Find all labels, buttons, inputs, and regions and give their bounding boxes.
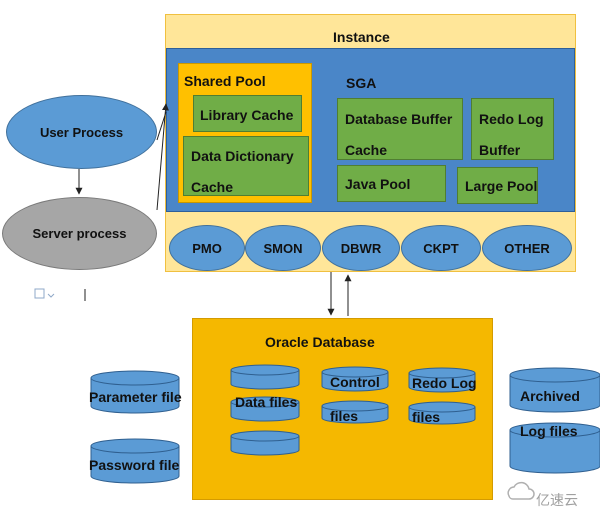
server-to-instance-arrow: [156, 103, 169, 211]
large-pool: [457, 167, 538, 204]
process-ckpt: CKPT: [401, 225, 481, 271]
dd-cache-label-1: Data Dictionary: [191, 148, 294, 164]
watermark-text: 亿速云: [536, 493, 578, 509]
user-to-instance-line: [156, 111, 167, 141]
redo-buffer-label-1: Redo Log: [479, 111, 544, 127]
java-pool: [337, 165, 446, 202]
redo-files-label-1: Redo Log: [412, 375, 477, 391]
java-pool-label: Java Pool: [345, 176, 411, 192]
sga-title: SGA: [346, 75, 377, 91]
library-cache-label: Library Cache: [200, 107, 294, 123]
control-files-label-2: files: [330, 408, 359, 424]
parameter-file-label: Parameter file: [89, 389, 182, 405]
server-process: Server process: [2, 197, 157, 270]
dd-cache-label-2: Cache: [191, 179, 234, 195]
control-files-label-1: Control: [330, 374, 380, 390]
user-process: User Process: [6, 95, 157, 169]
redo-buffer-label-2: Buffer: [479, 142, 521, 158]
oracle-database-title: Oracle Database: [265, 334, 375, 350]
data-file-cylinder-3: [230, 430, 300, 456]
db-buffer-label-1: Database Buffer: [345, 111, 453, 127]
redo-file-cylinder-1: [408, 367, 476, 393]
library-cache: [193, 95, 302, 132]
data-dictionary-cache: [183, 136, 309, 196]
password-file-label: Password file: [89, 457, 180, 473]
password-file-cylinder: [90, 438, 180, 484]
watermark-logo-icon: [507, 481, 535, 500]
parameter-file-cylinder: [90, 370, 180, 414]
process-other: OTHER: [482, 225, 572, 271]
control-file-cylinder-2: [321, 400, 389, 424]
data-file-cylinder-1: [230, 364, 300, 390]
db-buffer-label-2: Cache: [345, 142, 388, 158]
data-files-label: Data files: [235, 394, 298, 410]
data-file-cylinder-2: [230, 396, 300, 422]
editor-artifact-icon: [34, 288, 55, 299]
archived-cylinder-2: [509, 422, 600, 474]
redo-file-cylinder-2: [408, 401, 476, 425]
redo-files-label-2: files: [412, 409, 441, 425]
shared-pool-title: Shared Pool: [184, 73, 266, 89]
log-files-label: Log files: [520, 423, 578, 439]
archived-label: Archived: [520, 388, 580, 404]
archived-cylinder-1: [509, 367, 600, 413]
database-buffer-cache: [337, 98, 463, 160]
process-pmo: PMO: [169, 225, 245, 271]
instance-title: Instance: [333, 29, 390, 45]
process-smon: SMON: [245, 225, 321, 271]
redo-log-buffer: [471, 98, 554, 160]
process-dbwr: DBWR: [322, 225, 400, 271]
control-file-cylinder-1: [321, 366, 389, 392]
large-pool-label: Large Pool: [465, 178, 538, 194]
